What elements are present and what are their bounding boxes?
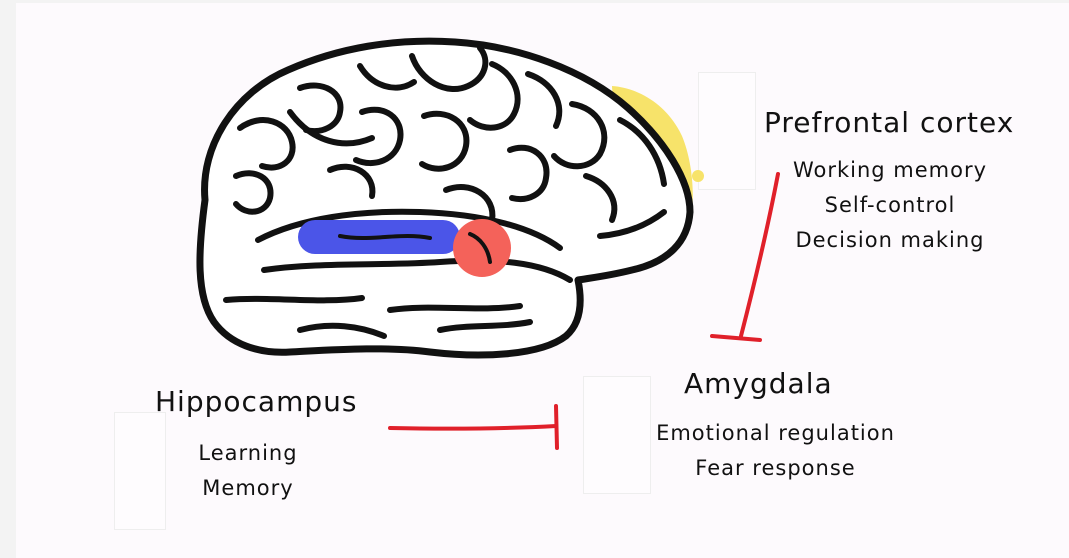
hippocampus-functions: Learning Memory bbox=[178, 436, 318, 506]
amygdala-function-fear-response: Fear response bbox=[648, 451, 903, 486]
amygdala-functions: Emotional regulation Fear response bbox=[648, 416, 903, 486]
prefrontal-highlight-dot bbox=[692, 170, 704, 182]
prefrontal-function-working-memory: Working memory bbox=[782, 153, 998, 188]
hippocampus-title: Hippocampus bbox=[155, 385, 357, 418]
amygdala-highlight bbox=[453, 219, 511, 277]
prefrontal-title: Prefrontal cortex bbox=[764, 106, 1014, 139]
hippocampus-function-learning: Learning bbox=[178, 436, 318, 471]
prefrontal-to-amygdala-bar bbox=[712, 336, 760, 340]
prefrontal-function-decision-making: Decision making bbox=[782, 223, 998, 258]
prefrontal-function-self-control: Self-control bbox=[782, 188, 998, 223]
prefrontal-functions: Working memory Self-control Decision mak… bbox=[782, 153, 998, 258]
amygdala-title: Amygdala bbox=[684, 367, 833, 400]
hippocampus-to-amygdala-connector bbox=[390, 426, 556, 429]
hippocampus-to-amygdala-bar bbox=[556, 406, 557, 448]
amygdala-function-emotional-regulation: Emotional regulation bbox=[648, 416, 903, 451]
hippocampus-fold-line bbox=[340, 236, 430, 238]
hippocampus-function-memory: Memory bbox=[178, 471, 318, 506]
prefrontal-to-amygdala-connector bbox=[741, 174, 778, 336]
